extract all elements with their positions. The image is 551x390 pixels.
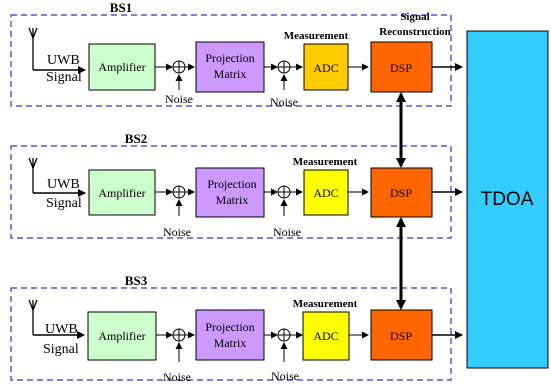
bs3-adc-block	[302, 311, 350, 361]
bs3-adder-1-icon	[172, 328, 186, 342]
bs3-measurement-label: Measurement	[293, 298, 358, 310]
bs3-projection-block	[195, 309, 265, 361]
bs1-title: BS1	[110, 0, 132, 15]
bs3-noise-2: Noise	[271, 369, 299, 383]
bs3-title: BS3	[125, 273, 148, 288]
bs1-adder-1-icon	[172, 60, 186, 74]
bs2-adc-label: ADC	[313, 186, 338, 200]
bs1-adc-block	[303, 43, 349, 91]
bs2-input-label-line1: UWB	[47, 177, 80, 192]
bs2-antenna-icon	[28, 157, 86, 197]
bs3-projection-label-line2: Matrix	[214, 336, 247, 350]
bs2-adder-2-icon	[277, 185, 291, 199]
bs3-frame	[10, 287, 452, 381]
bs1-antenna-icon	[28, 27, 86, 74]
station-bs2: BS2 UWB Signal Amplifier Noise Projectio…	[10, 131, 463, 239]
bs2-projection-label-line2: Matrix	[216, 193, 249, 207]
bs1-input-label-line1: UWB	[47, 53, 80, 68]
bs1-reconstruction-label-line2: Reconstruction	[379, 26, 451, 38]
station-bs3: BS3 UWB Signal Amplifier Noise Projectio…	[10, 273, 463, 384]
bs2-noise-2: Noise	[273, 225, 301, 239]
bs2-projection-block	[195, 167, 265, 218]
bs3-amplifier-label: Amplifier	[98, 329, 145, 343]
bs2-adc-block	[303, 169, 349, 216]
bs1-amplifier-label: Amplifier	[98, 60, 145, 74]
bs2-amplifier-label: Amplifier	[98, 186, 145, 200]
station-bs1: BS1 UWB Signal Amplifier Noise Projectio…	[10, 0, 463, 109]
bs3-noise-1: Noise	[163, 370, 191, 384]
bs1-input-label-line2: Signal	[46, 70, 82, 85]
bs2-input-label-line2: Signal	[46, 196, 82, 211]
tdoa-label: TDOA	[481, 189, 534, 210]
bs1-dsp-label: DSP	[390, 61, 412, 75]
bs1-dsp-block	[370, 41, 433, 93]
bs2-adder-1-icon	[172, 185, 186, 199]
bs1-projection-label-line1: Projection	[205, 51, 254, 65]
bs1-amplifier-block	[88, 43, 156, 91]
bs1-adc-label: ADC	[313, 61, 338, 75]
bs2-dsp-label: DSP	[390, 186, 412, 200]
tdoa-block	[466, 30, 549, 369]
bs3-projection-label-line1: Projection	[205, 320, 254, 334]
bs3-input-label-line1: UWB	[45, 322, 78, 337]
bs1-measurement-label: Measurement	[284, 30, 349, 42]
bs3-dsp-label: DSP	[390, 329, 412, 343]
bs1-reconstruction-label-line1: Signal	[400, 11, 429, 23]
bs1-projection-label-line2: Matrix	[214, 67, 247, 81]
bs3-adc-label: ADC	[313, 329, 338, 343]
bs3-adder-2-icon	[277, 328, 291, 342]
bs2-title: BS2	[125, 131, 147, 146]
bs2-projection-label-line1: Projection	[207, 177, 256, 191]
bs1-noise-2: Noise	[270, 95, 298, 109]
bs2-noise-1: Noise	[163, 225, 191, 239]
bs3-input-label-line2: Signal	[43, 342, 79, 357]
bs1-noise-1: Noise	[165, 92, 193, 106]
bs3-antenna-icon	[28, 299, 85, 339]
bs1-frame	[10, 14, 452, 107]
bs2-measurement-label: Measurement	[293, 156, 358, 168]
bs1-adder-2-icon	[277, 60, 291, 74]
bs3-amplifier-block	[87, 311, 157, 361]
bs1-projection-block	[195, 41, 265, 93]
